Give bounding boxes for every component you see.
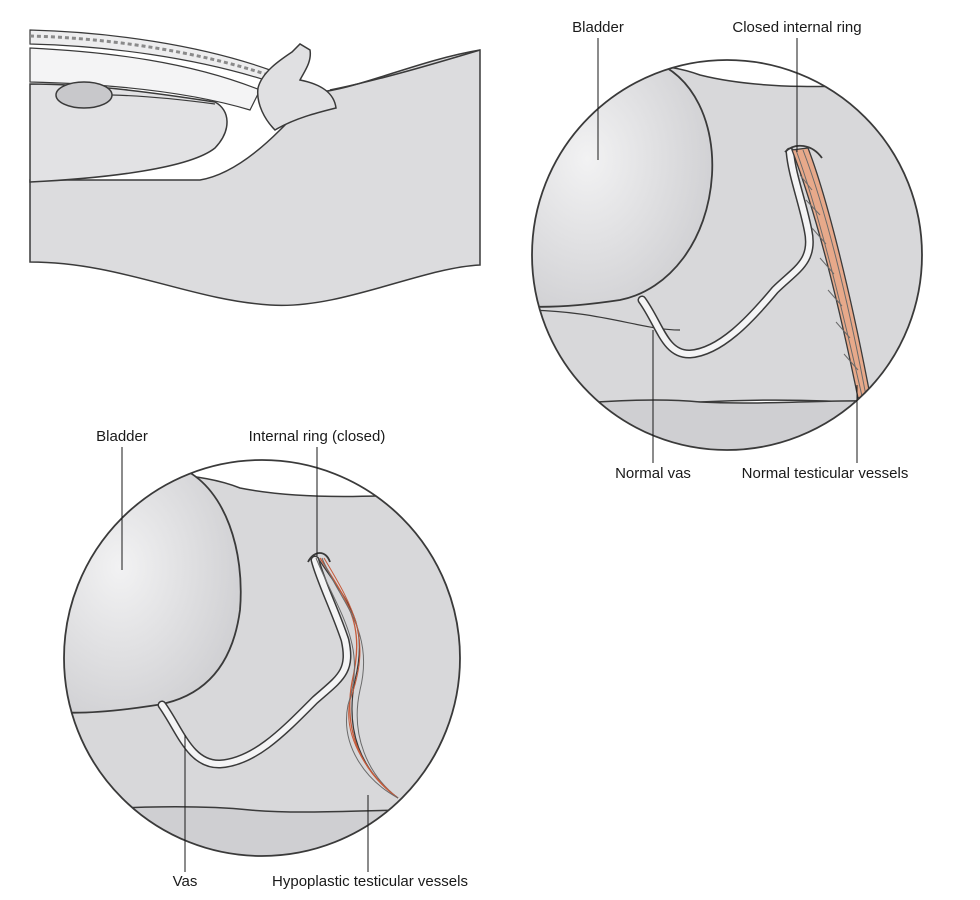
lower-bladder <box>64 469 242 714</box>
upper-pelvic-floor <box>532 399 922 450</box>
lower-closed-internal-ring <box>307 552 331 563</box>
upper-closed-internal-ring <box>784 144 823 159</box>
lower-hypoplastic-vessels-label: Hypoplastic testicular vessels <box>272 873 468 890</box>
lower-magnified-view <box>63 447 461 872</box>
upper-view-border <box>531 59 923 451</box>
lower-internal-ring-label: Internal ring (closed) <box>248 428 386 445</box>
lower-view-border <box>63 459 461 857</box>
upper-closed-internal-ring-label: Closed internal ring <box>732 19 862 36</box>
lower-vas-label: Vas <box>172 873 198 890</box>
upper-normal-vas-label: Normal vas <box>615 465 691 482</box>
testis-oval <box>55 81 113 109</box>
upper-bladder-label: Bladder <box>572 19 624 36</box>
side-view-abdomen <box>29 29 481 307</box>
lower-bladder-label: Bladder <box>96 428 148 445</box>
upper-normal-testicular-vessels-label: Normal testicular vessels <box>741 465 909 482</box>
abdomen-right-contour <box>329 49 481 91</box>
upper-magnified-view <box>531 38 923 463</box>
penis-prepuce <box>256 43 337 131</box>
abdominal-body <box>29 49 481 307</box>
lower-pelvic-floor <box>64 806 460 856</box>
